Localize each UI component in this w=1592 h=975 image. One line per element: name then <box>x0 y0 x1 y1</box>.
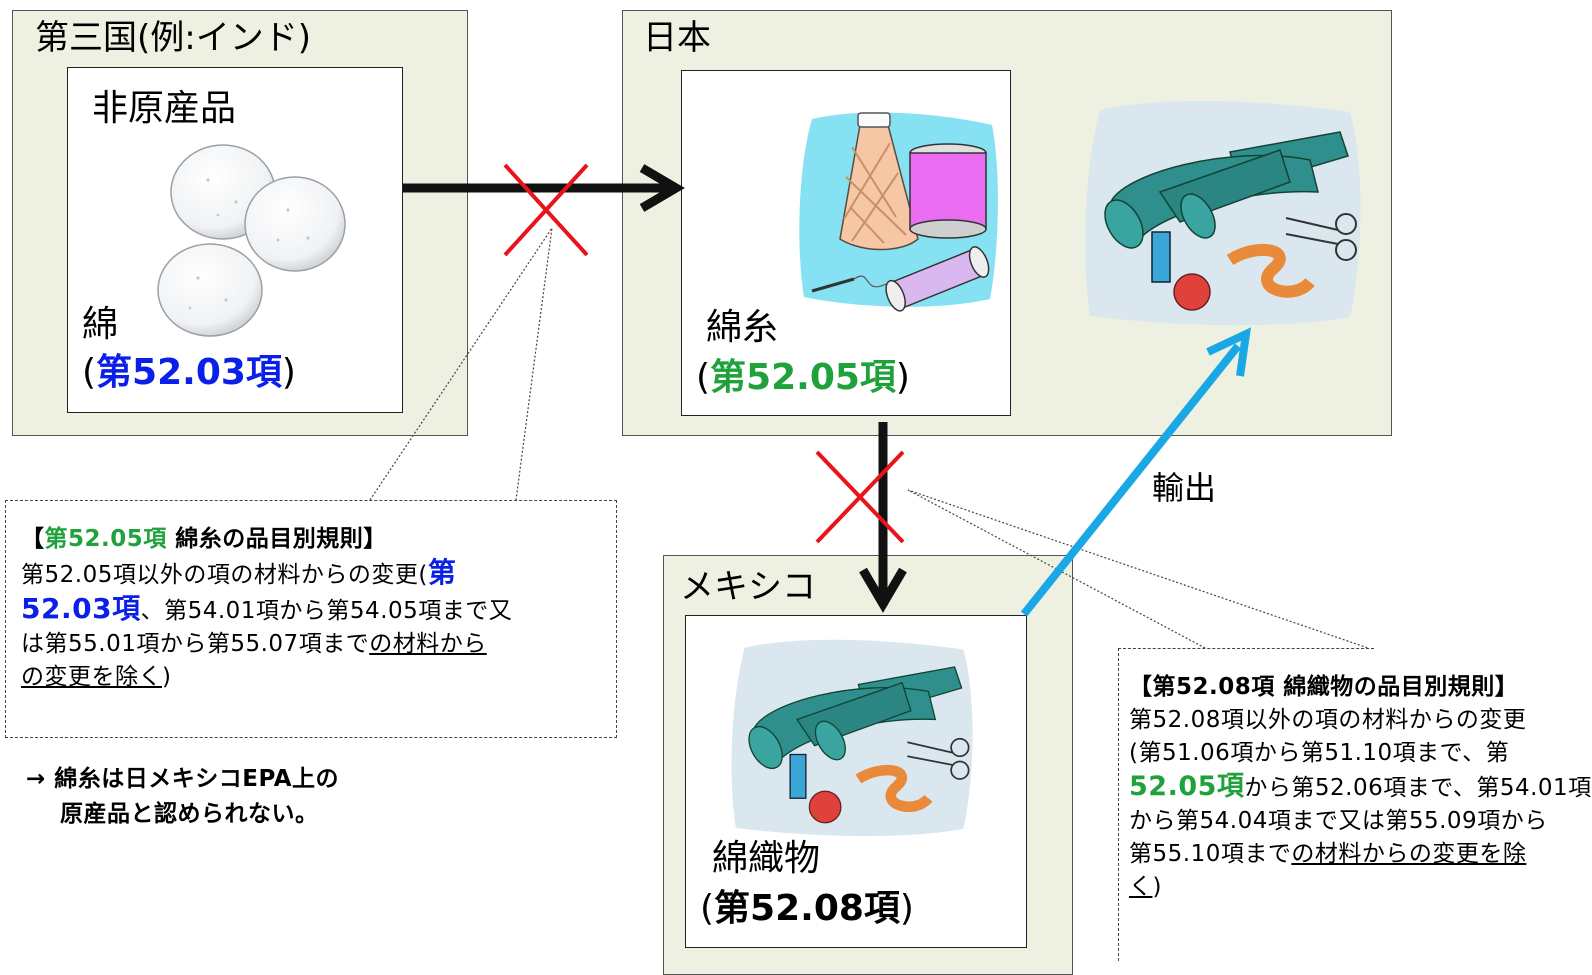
cotton-balls-icon <box>157 144 346 337</box>
rule-text: く) <box>1129 874 1162 900</box>
red-cross-icon <box>503 163 589 257</box>
card-cotton-yarn: 綿糸 (第52.05項) <box>681 70 1011 416</box>
rule-text: 52.05項から第52.06項まで、第54.01項 <box>1129 771 1592 802</box>
thread-spools-icon <box>799 112 998 312</box>
yarn-label: 綿糸 <box>706 307 779 348</box>
red-cross-icon <box>815 450 905 544</box>
region-title: 日本 <box>643 18 711 58</box>
rule-title: 【第52.05項 綿糸の品目別規則】 <box>21 526 387 552</box>
yarn-hs-code: (第52.05項) <box>696 357 910 398</box>
rule-note-cotton-fabric: 【第52.08項 綿織物の品目別規則】 第52.08項以外の項の材料からの変更 … <box>1118 648 1592 961</box>
rule-code: 第52.05項 <box>44 526 167 552</box>
card-title: 非原産品 <box>92 88 237 129</box>
paren-open: ( <box>696 357 711 398</box>
export-label: 輸出 <box>1152 469 1217 507</box>
cotton-hs-code: (第52.03項) <box>82 352 296 393</box>
region-title: メキシコ <box>680 567 816 607</box>
rule-text: 第52.05項以外の項の材料からの変更(第 <box>21 556 457 589</box>
paren-open: ( <box>700 888 715 929</box>
hs-code-52-05: 第52.05項 <box>710 357 896 398</box>
rule-title: 【第52.08項 綿織物の品目別規則】 <box>1129 674 1519 700</box>
fabric-label: 綿織物 <box>712 838 821 879</box>
fabric-rolls-icon <box>731 639 973 837</box>
rule-text: 52.03項、第54.01項から第54.05項まで又 <box>21 592 513 625</box>
paren-close: ) <box>895 357 910 398</box>
paren-close: ) <box>281 352 296 393</box>
rule-text: の変更を除く) <box>21 664 172 690</box>
conclusion-line: → 綿糸は日メキシコEPA上の <box>26 766 340 792</box>
rule-text: (第51.06項から第51.10項まで、第 <box>1129 740 1510 766</box>
rule-text: 第52.08項以外の項の材料からの変更 <box>1129 707 1527 733</box>
hs-code-52-08: 第52.08項 <box>714 888 900 929</box>
region-title: 第三国(例:インド) <box>35 18 311 58</box>
rule-text: は第55.01項から第55.07項までの材料から <box>21 631 487 657</box>
conclusion-line: 原産品と認められない。 <box>60 801 319 827</box>
rule-note-cotton-yarn: 【第52.05項 綿糸の品目別規則】 第52.05項以外の項の材料からの変更(第… <box>5 500 617 738</box>
hs-code-52-03: 第52.03項 <box>96 352 282 393</box>
paren-close: ) <box>899 888 914 929</box>
card-cotton-fabric: 綿織物 (第52.08項) <box>685 615 1027 948</box>
rule-text: 第55.10項までの材料からの変更を除 <box>1129 841 1527 867</box>
paren-open: ( <box>82 352 97 393</box>
card-non-originating: 非原産品 綿 (第52.03項) <box>67 67 403 413</box>
fabric-rolls-icon <box>1085 100 1361 326</box>
cotton-label: 綿 <box>82 304 119 345</box>
rule-text: から第54.04項まで又は第55.09項から <box>1129 808 1548 834</box>
fabric-hs-code: (第52.08項) <box>700 888 914 929</box>
